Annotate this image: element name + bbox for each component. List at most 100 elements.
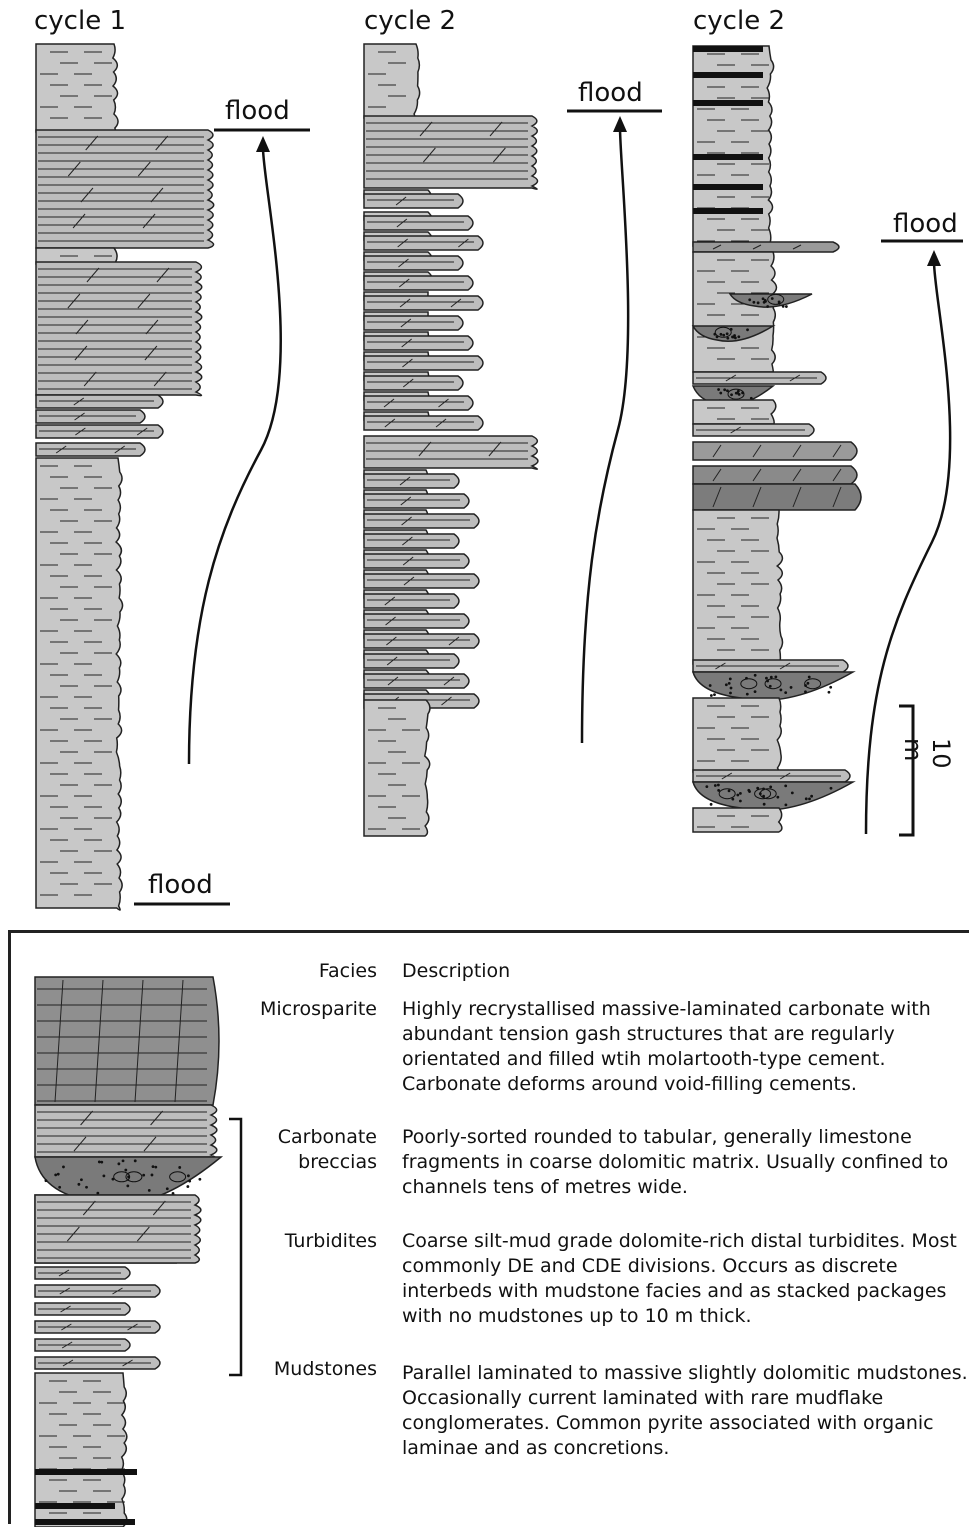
breccia-grain: [763, 803, 766, 806]
breccia-grain: [769, 785, 772, 788]
breccia-grain: [62, 1166, 65, 1169]
pyrite-band: [693, 208, 763, 214]
breccia-channel: [693, 782, 853, 810]
pyrite-band: [693, 100, 763, 106]
turbidite-package: [36, 262, 202, 396]
breccia-grain: [790, 686, 793, 689]
log-column-cycle-1: [36, 44, 214, 910]
breccia-grain: [98, 1161, 101, 1164]
breccia-grain: [785, 305, 788, 308]
breccia-grain: [729, 692, 732, 695]
turbidite-bed: [364, 296, 483, 310]
turbidite-bracket: [229, 1119, 241, 1375]
breccia-grain: [142, 1174, 145, 1177]
flood-label-col3: flood: [893, 209, 958, 239]
turbidite-bed: [36, 410, 145, 423]
turbidite-bed: [364, 574, 479, 588]
turbidite-bed: [364, 276, 473, 290]
breccia-grain: [148, 1189, 151, 1192]
turbidite-package: [364, 436, 538, 469]
breccia-grain: [100, 1161, 103, 1164]
mudstone-bed: [364, 700, 430, 836]
breccia-grain: [80, 1178, 83, 1181]
mudstone-bed: [36, 44, 118, 133]
breccia-grain: [808, 797, 811, 800]
breccia-grain: [766, 305, 769, 308]
flood-label-col2: flood: [578, 78, 643, 108]
breccia-grain: [736, 392, 739, 395]
breccia-grain: [710, 803, 713, 806]
pyrite-band: [693, 184, 763, 190]
turbidite-bed: [364, 634, 479, 648]
breccia-grain: [807, 682, 810, 685]
flood-arrow-col2-head: [613, 116, 627, 132]
breccia-grain: [769, 685, 772, 688]
breccia-grain: [736, 794, 739, 797]
breccia-grain: [705, 785, 708, 788]
breccia-grain: [126, 1185, 129, 1188]
turbidite-bed: [364, 256, 463, 270]
pyrite-band: [693, 72, 763, 78]
breccia-grain: [728, 789, 731, 792]
turbidite-bed: [364, 614, 469, 628]
breccia-grain: [720, 333, 723, 336]
breccia-grain: [828, 691, 831, 694]
turbidite-bed: [364, 494, 469, 508]
breccia-grain: [152, 1165, 155, 1168]
legend-desc-microsparite: Highly recrystallised massive-laminated …: [402, 997, 969, 1097]
flood-arrow-col2: [582, 128, 628, 743]
breccia-grain: [151, 1174, 154, 1177]
flood-arrow-col3-head: [927, 250, 941, 266]
turbidite-bed: [36, 395, 163, 408]
mudstone-bed: [693, 400, 776, 424]
turbidite-bed: [364, 376, 463, 390]
scale-bar-label: 10 m: [899, 738, 955, 769]
breccia-grain: [730, 393, 733, 396]
breccia-grain: [45, 1179, 48, 1182]
legend-desc-carbonate-breccias: Poorly-sorted rounded to tabular, genera…: [402, 1125, 969, 1200]
breccia-grain: [717, 388, 720, 391]
turbidite-bed: [364, 474, 459, 488]
breccia-grain: [719, 392, 722, 395]
breccia-grain: [198, 1178, 201, 1181]
breccia-grain: [124, 1169, 127, 1172]
legend-facies-carbonate-breccias: Carbonate breccias: [259, 1125, 377, 1175]
breccia-grain: [726, 332, 729, 335]
turbidite-bed: [364, 674, 469, 688]
breccia-grain: [725, 683, 728, 686]
breccia-grain: [58, 1186, 61, 1189]
mudstone-bed: [693, 698, 781, 773]
breccia-grain: [757, 301, 760, 304]
mudstone-bed: [693, 510, 783, 664]
breccia-grain: [776, 796, 779, 799]
turbidite-bed: [364, 336, 473, 350]
breccia-grain: [96, 1192, 99, 1195]
breccia-grain: [784, 691, 787, 694]
breccia-grain: [746, 693, 749, 696]
breccia-grain: [780, 688, 783, 691]
pyrite-band: [693, 154, 763, 160]
breccia-grain: [54, 1173, 57, 1176]
turbidite-package: [36, 130, 214, 248]
breccia-grain: [57, 1173, 60, 1176]
pyrite-band: [35, 1503, 115, 1509]
breccia-grain: [709, 684, 712, 687]
breccia-grain: [754, 674, 757, 677]
mudstone-bed: [364, 44, 420, 119]
breccia-grain: [710, 694, 713, 697]
stratigraphic-logs: [0, 0, 969, 930]
breccia-grain: [830, 787, 833, 790]
breccia-grain: [134, 1159, 137, 1162]
turbidite-bed: [364, 356, 483, 370]
breccia-grain: [808, 676, 811, 679]
turbidite-bed: [364, 236, 483, 250]
legend-header-facies: Facies: [319, 959, 377, 984]
breccia-grain: [85, 1186, 88, 1189]
breccia-grain: [186, 1185, 189, 1188]
breccia-grain: [805, 797, 808, 800]
breccia-grain: [782, 305, 785, 308]
breccia-grain: [804, 690, 807, 693]
breccia-grain: [791, 791, 794, 794]
pyrite-band: [35, 1469, 137, 1475]
breccia-grain: [784, 784, 787, 787]
